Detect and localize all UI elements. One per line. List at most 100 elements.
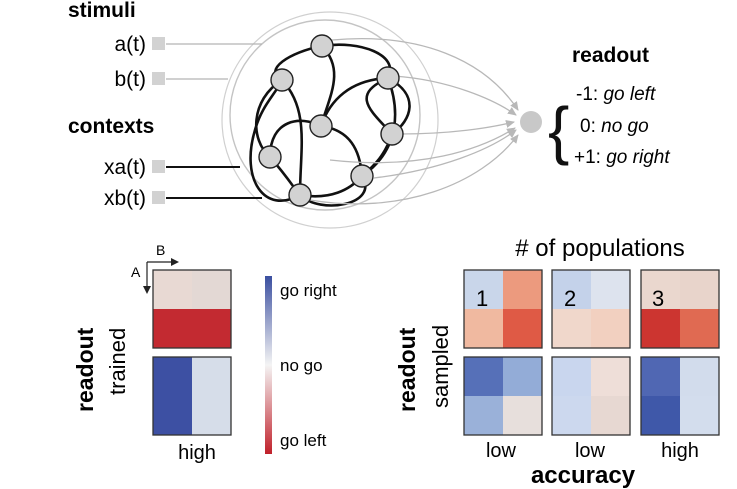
contexts-label: contexts	[68, 115, 154, 138]
heatmap-cell	[153, 396, 192, 435]
network-diagram: stimuli a(t) b(t) contexts xa(t) xb(t) r…	[68, 0, 670, 229]
heatmap-border	[640, 269, 720, 349]
neurons	[258, 34, 404, 207]
network-boundary-circle	[221, 11, 439, 229]
input-square-xb	[152, 191, 165, 204]
input-square-b	[152, 72, 165, 85]
input-square-xa	[152, 160, 165, 173]
colorbar-mid-label: no go	[280, 356, 323, 375]
heatmap-cell	[464, 357, 503, 396]
heatmap-pop2-bottom	[551, 356, 631, 436]
heatmap-pop1-bottom	[463, 356, 543, 436]
readout-brace: {	[548, 94, 569, 166]
heatmap-cell	[464, 396, 503, 435]
readout-option-nogo: 0: no go	[580, 116, 649, 137]
colorbar-bottom-label: go left	[280, 431, 327, 450]
heatmap-border	[152, 269, 232, 349]
accuracy-label-3: high	[661, 440, 699, 462]
heatmap-pop2-top	[551, 269, 631, 349]
heatmap-pop3-top	[640, 269, 720, 349]
population-number-2: 2	[564, 286, 576, 311]
trained-panel: readout trained A B high	[72, 242, 232, 464]
neuron-node	[376, 66, 400, 90]
heatmap-cell	[192, 270, 231, 309]
accuracy-label-1: low	[486, 440, 517, 462]
heatmap-cell	[153, 357, 192, 396]
heatmap-cell	[503, 309, 542, 348]
output-arrows	[309, 38, 519, 205]
heatmap-cell	[192, 357, 231, 396]
sampled-panel: # of populations readout sampled 1 2 3 l…	[394, 235, 720, 489]
stimuli-label: stimuli	[68, 0, 136, 22]
context-label-xa: xa(t)	[104, 156, 146, 179]
neuron-node	[309, 114, 333, 138]
heatmap-cell	[153, 309, 192, 348]
heatmap-border	[551, 269, 631, 349]
sampled-label: sampled	[428, 325, 453, 408]
readout-node	[520, 111, 542, 133]
heatmap-trained-bottom	[152, 356, 232, 436]
heatmap-cell	[641, 396, 680, 435]
colorbar-top-label: go right	[280, 281, 337, 300]
heatmap-cell	[503, 357, 542, 396]
axis-a-arrow	[143, 286, 151, 294]
heatmap-cell	[503, 396, 542, 435]
network-outer-circle	[229, 19, 421, 211]
heatmap-border	[463, 356, 543, 436]
heatmap-pop3-bottom	[640, 356, 720, 436]
heatmap-cell	[591, 396, 630, 435]
population-number-1: 1	[476, 286, 488, 311]
heatmap-trained-top	[152, 269, 232, 349]
axis-b-label: B	[156, 242, 165, 258]
heatmap-cell	[591, 309, 630, 348]
input-label-b: b(t)	[115, 68, 147, 91]
heatmap-cell	[552, 357, 591, 396]
axis-a-label: A	[131, 264, 141, 280]
heatmap-cell	[591, 357, 630, 396]
sampled-readout-label: readout	[394, 327, 420, 412]
heatmap-cell	[641, 309, 680, 348]
colorbar: go right no go go left	[265, 276, 337, 454]
heatmap-cell	[641, 357, 680, 396]
trained-label: trained	[105, 328, 130, 395]
readout-title: readout	[572, 44, 649, 67]
input-label-a: a(t)	[115, 33, 147, 56]
accuracy-axis-label: accuracy	[531, 462, 636, 489]
neuron-node	[310, 34, 334, 58]
neuron-node	[270, 68, 294, 92]
heatmap-cell	[680, 309, 719, 348]
colorbar-gradient	[265, 276, 272, 454]
context-label-xb: xb(t)	[104, 187, 146, 210]
heatmap-cell	[464, 270, 503, 309]
population-number-3: 3	[652, 286, 664, 311]
heatmap-pop1-top	[463, 269, 543, 349]
heatmap-cell	[680, 357, 719, 396]
heatmap-border	[152, 356, 232, 436]
heatmap-cell	[641, 270, 680, 309]
heatmap-cell	[591, 270, 630, 309]
trained-readout-label: readout	[72, 327, 98, 412]
readout-option-left: -1: go left	[576, 84, 656, 105]
neuron-node	[288, 183, 312, 207]
trained-accuracy-label: high	[178, 442, 216, 464]
heatmap-cell	[192, 396, 231, 435]
accuracy-label-2: low	[575, 440, 606, 462]
heatmap-border	[463, 269, 543, 349]
heatmap-cell	[192, 309, 231, 348]
heatmap-cell	[680, 396, 719, 435]
heatmap-cell	[552, 309, 591, 348]
heatmap-border	[640, 356, 720, 436]
readout-option-right: +1: go right	[574, 147, 670, 168]
input-square-a	[152, 37, 165, 50]
heatmap-cell	[464, 309, 503, 348]
neuron-node	[350, 164, 374, 188]
heatmap-cell	[503, 270, 542, 309]
heatmap-cell	[552, 270, 591, 309]
neuron-node	[380, 122, 404, 146]
populations-title: # of populations	[515, 235, 684, 262]
heatmap-border	[551, 356, 631, 436]
heatmap-cell	[552, 396, 591, 435]
neuron-node	[258, 145, 282, 169]
heatmap-cell	[680, 270, 719, 309]
